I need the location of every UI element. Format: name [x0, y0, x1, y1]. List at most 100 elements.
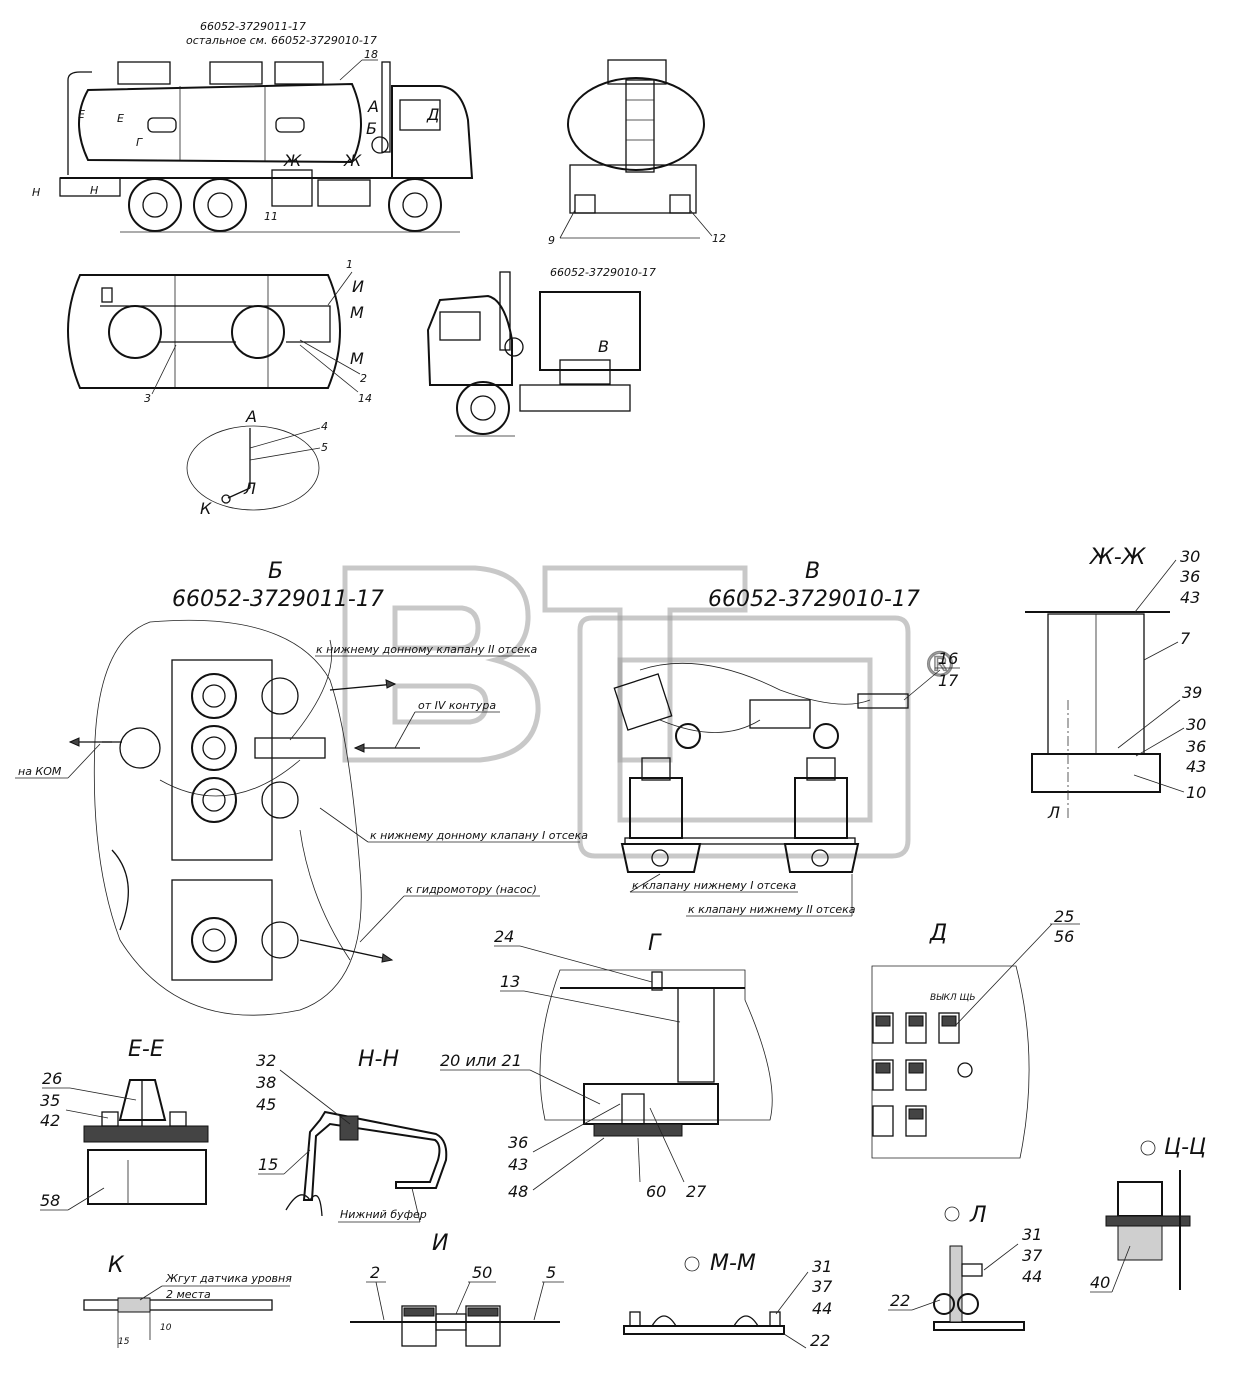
- tanker-side-view: 66052-3729011-17 остальное см. 66052-372…: [32, 20, 474, 233]
- note-b-hydro: к гидромотору (насос): [406, 883, 537, 896]
- svg-text:48: 48: [508, 1182, 528, 1201]
- svg-text:4: 4: [321, 420, 328, 433]
- view-ts-label: Ц-Ц: [1164, 1135, 1206, 1160]
- svg-text:Ж: Ж: [283, 151, 302, 170]
- svg-text:45: 45: [256, 1095, 276, 1114]
- svg-text:24: 24: [494, 927, 514, 946]
- svg-text:17: 17: [938, 671, 959, 690]
- svg-text:15: 15: [118, 1337, 130, 1347]
- svg-text:А: А: [367, 97, 379, 116]
- view-d: Д ВЫКЛ ЩЬ 25 56: [871, 907, 1080, 1159]
- note-buffer: Нижний буфер: [340, 1208, 427, 1221]
- note-harness: Жгут датчика уровня: [165, 1272, 292, 1285]
- view-g-label: Г: [648, 931, 662, 956]
- svg-text:Л: Л: [1047, 803, 1060, 822]
- svg-text:Н: Н: [32, 186, 40, 199]
- svg-text:43: 43: [1186, 757, 1206, 776]
- svg-text:Б: Б: [366, 119, 377, 138]
- note-g-alt: 20 или 21: [440, 1051, 522, 1070]
- svg-text:38: 38: [256, 1073, 276, 1092]
- note-b-valve2: к нижнему донному клапану II отсека: [316, 643, 538, 656]
- svg-text:37: 37: [812, 1277, 833, 1296]
- svg-text:36: 36: [508, 1133, 528, 1152]
- svg-text:30: 30: [1180, 547, 1200, 566]
- view-i: И 2 50 5: [350, 1231, 564, 1347]
- valve-circles: [119, 673, 299, 963]
- tanker-rear-view: 9 12: [548, 59, 726, 247]
- svg-text:60: 60: [646, 1182, 666, 1201]
- svg-text:15: 15: [258, 1155, 278, 1174]
- svg-text:12: 12: [712, 232, 726, 245]
- svg-text:Ж: Ж: [343, 151, 362, 170]
- svg-text:9: 9: [548, 234, 555, 247]
- view-v-letter: В: [805, 559, 820, 584]
- svg-text:36: 36: [1180, 567, 1200, 586]
- view-k: К 15 10 Жгут датчика уровня 2 места: [83, 1253, 292, 1348]
- svg-text:22: 22: [890, 1291, 910, 1310]
- svg-text:5: 5: [546, 1263, 556, 1282]
- svg-text:35: 35: [40, 1091, 60, 1110]
- panel-caption: ВЫКЛ ЩЬ: [930, 993, 976, 1003]
- svg-text:2: 2: [360, 372, 367, 385]
- svg-text:27: 27: [686, 1182, 707, 1201]
- svg-text:А: А: [245, 407, 257, 426]
- view-mm-label: М-М: [710, 1251, 756, 1276]
- note-b-kom: на КОМ: [18, 765, 62, 778]
- svg-text:16: 16: [938, 649, 958, 668]
- section-mm: М-М 31 37 44 22: [623, 1251, 833, 1350]
- svg-text:37: 37: [1022, 1246, 1043, 1265]
- view-l-label: Л: [969, 1203, 987, 1228]
- view-v-code: 66052-3729010-17: [708, 587, 920, 612]
- svg-text:10: 10: [1186, 783, 1206, 802]
- svg-text:10: 10: [160, 1323, 172, 1333]
- svg-text:44: 44: [812, 1299, 832, 1318]
- note-v-valve1: к клапану нижнему I отсека: [632, 879, 797, 892]
- svg-text:3: 3: [144, 392, 151, 405]
- svg-text:Н: Н: [90, 184, 98, 197]
- cab-view-title: 66052-3729010-17: [550, 266, 656, 279]
- note-v-valve2: к клапану нижнему II отсека: [688, 903, 856, 916]
- svg-text:44: 44: [1022, 1267, 1042, 1286]
- view-d-label: Д: [929, 921, 947, 946]
- svg-text:И: И: [352, 277, 364, 296]
- svg-text:В: В: [598, 337, 609, 356]
- svg-text:43: 43: [508, 1155, 528, 1174]
- svg-text:К: К: [200, 499, 212, 518]
- svg-text:13: 13: [500, 972, 520, 991]
- view-b: Б 66052-3729011-17 к нижнему донному кла…: [15, 559, 588, 1016]
- note-places: 2 места: [166, 1288, 211, 1301]
- svg-text:11: 11: [264, 210, 278, 223]
- view-b-letter: Б: [268, 559, 283, 584]
- section-a-detail: А 4 5 К Л: [186, 407, 328, 518]
- svg-text:Л: Л: [243, 479, 256, 498]
- svg-text:30: 30: [1186, 715, 1206, 734]
- svg-text:25: 25: [1054, 907, 1074, 926]
- view-i-label: И: [432, 1231, 448, 1256]
- svg-text:42: 42: [40, 1111, 60, 1130]
- watermark: ®: [342, 565, 958, 859]
- svg-text:14: 14: [358, 392, 372, 405]
- svg-text:56: 56: [1054, 927, 1074, 946]
- section-zh: Ж-Ж Л 30 36 43 7 39 30 36 43 10: [1025, 545, 1206, 822]
- svg-text:50: 50: [472, 1263, 492, 1282]
- svg-text:18: 18: [364, 48, 378, 61]
- view-zh-label: Ж-Ж: [1088, 545, 1147, 570]
- svg-text:31: 31: [812, 1257, 832, 1276]
- svg-text:32: 32: [256, 1051, 276, 1070]
- svg-text:36: 36: [1186, 737, 1206, 756]
- tank-plan-view: 1 И М М 2 3 14: [67, 258, 372, 405]
- svg-text:5: 5: [321, 441, 328, 454]
- svg-text:Д: Д: [426, 105, 440, 124]
- view-nn-label: Н-Н: [358, 1047, 399, 1072]
- cab-view: 66052-3729010-17 В: [426, 266, 656, 437]
- watermark-mark: ®: [923, 645, 957, 685]
- svg-text:1: 1: [346, 258, 353, 271]
- side-view-title: 66052-3729011-17: [200, 20, 306, 33]
- section-l: Л 31 37 44 22: [888, 1203, 1043, 1331]
- svg-text:26: 26: [42, 1069, 62, 1088]
- view-ee-label: Е-Е: [128, 1037, 164, 1062]
- section-nn: Н-Н 32 38 45 15 Нижний буфер: [256, 1047, 448, 1223]
- view-g: Г 24 13 20 или 21 36 43 48 60 27: [440, 927, 773, 1201]
- section-ee: Е-Е 26 35 42 58: [40, 1037, 209, 1211]
